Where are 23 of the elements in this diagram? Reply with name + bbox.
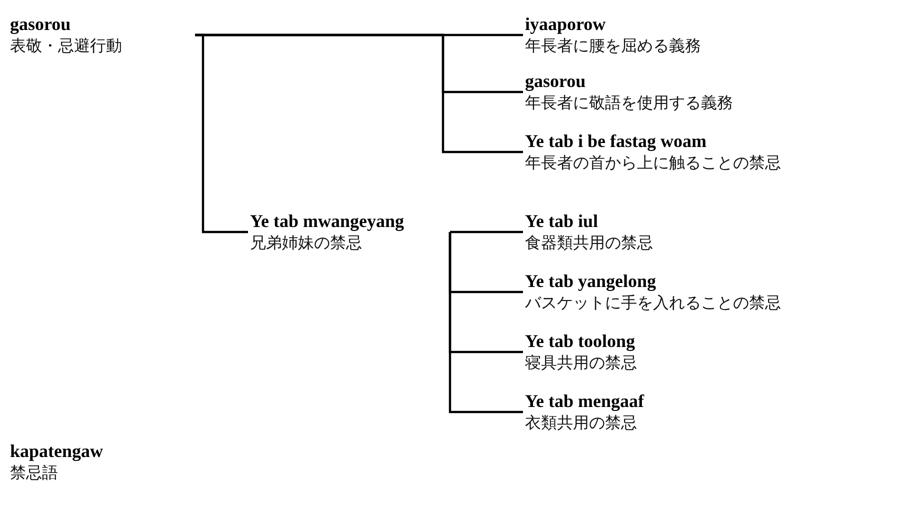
term-label: gasorou bbox=[525, 70, 586, 92]
term-label: Ye tab mengaaf bbox=[525, 390, 644, 412]
gloss-text: 兄弟姉妹の禁忌 bbox=[250, 232, 362, 254]
term-label: iyaaporow bbox=[525, 13, 606, 35]
term-label: Ye tab mwangeyang bbox=[250, 210, 404, 232]
term-label: Ye tab toolong bbox=[525, 330, 636, 352]
gloss-text: 衣類共用の禁忌 bbox=[525, 412, 637, 434]
gloss-text: 年長者の首から上に触ることの禁忌 bbox=[525, 152, 781, 174]
tree-line bbox=[450, 230, 523, 234]
tree-line bbox=[448, 232, 523, 414]
term-label: kapatengaw bbox=[10, 440, 104, 462]
gloss-text: 寝具共用の禁忌 bbox=[525, 352, 637, 374]
term-label: Ye tab yangelong bbox=[525, 270, 656, 292]
gloss-text: 表敬・忌避行動 bbox=[10, 35, 122, 57]
tree-line bbox=[195, 34, 248, 234]
gloss-text: 年長者に敬語を使用する義務 bbox=[525, 92, 733, 114]
gloss-text: 禁忌語 bbox=[10, 462, 58, 484]
term-label: gasorou bbox=[10, 13, 71, 35]
gloss-text: 年長者に腰を屈める義務 bbox=[525, 35, 701, 57]
term-label: Ye tab iul bbox=[525, 210, 598, 232]
gloss-text: バスケットに手を入れることの禁忌 bbox=[525, 292, 781, 314]
term-label: Ye tab i be fastag woam bbox=[525, 130, 706, 152]
gloss-text: 食器類共用の禁忌 bbox=[525, 232, 653, 254]
